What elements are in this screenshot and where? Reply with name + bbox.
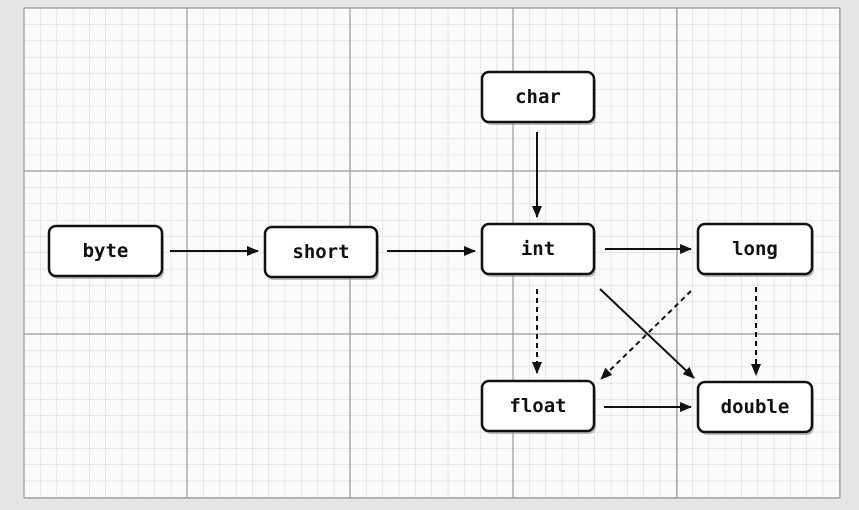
node-char: char	[480, 70, 596, 125]
node-label-char: char	[515, 86, 561, 108]
node-long: long	[696, 222, 814, 277]
node-int: int	[480, 222, 596, 277]
node-label-short: short	[292, 241, 349, 263]
node-float: float	[480, 379, 596, 434]
node-label-double: double	[721, 396, 790, 418]
nodes-layer: byte short char int long float double	[47, 70, 814, 435]
node-box	[480, 222, 596, 276]
node-label-long: long	[732, 238, 778, 260]
node-byte: byte	[47, 224, 164, 279]
edge-int-to-double	[599, 288, 695, 379]
edges-layer	[170, 132, 761, 412]
node-box	[47, 224, 164, 278]
node-short: short	[263, 225, 379, 280]
node-box	[480, 379, 596, 433]
edge-long-to-float	[600, 290, 692, 380]
node-label-float: float	[509, 395, 566, 417]
node-label-byte: byte	[83, 240, 129, 262]
node-box	[696, 380, 814, 434]
node-label-int: int	[521, 238, 555, 260]
node-box	[263, 225, 379, 279]
node-double: double	[696, 380, 814, 435]
node-box	[696, 222, 814, 276]
node-box	[480, 70, 596, 124]
